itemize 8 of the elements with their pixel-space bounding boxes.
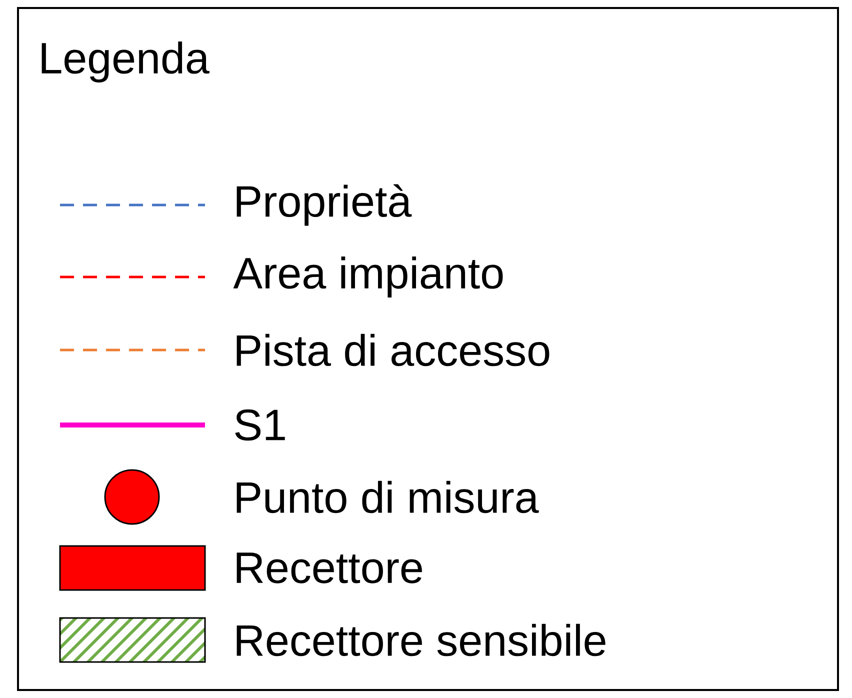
legend-label: Area impianto — [233, 256, 503, 298]
legend-title: Legenda — [42, 42, 210, 82]
legend-label: Proprietà — [236, 184, 412, 226]
legend-label: Punto di misura — [236, 480, 539, 514]
legend-label: Pista di accesso — [236, 334, 550, 366]
legend-label: Recettore sensibile — [236, 624, 606, 656]
legend-label: Recettore — [236, 552, 422, 584]
legend-label: S1 — [235, 409, 285, 441]
